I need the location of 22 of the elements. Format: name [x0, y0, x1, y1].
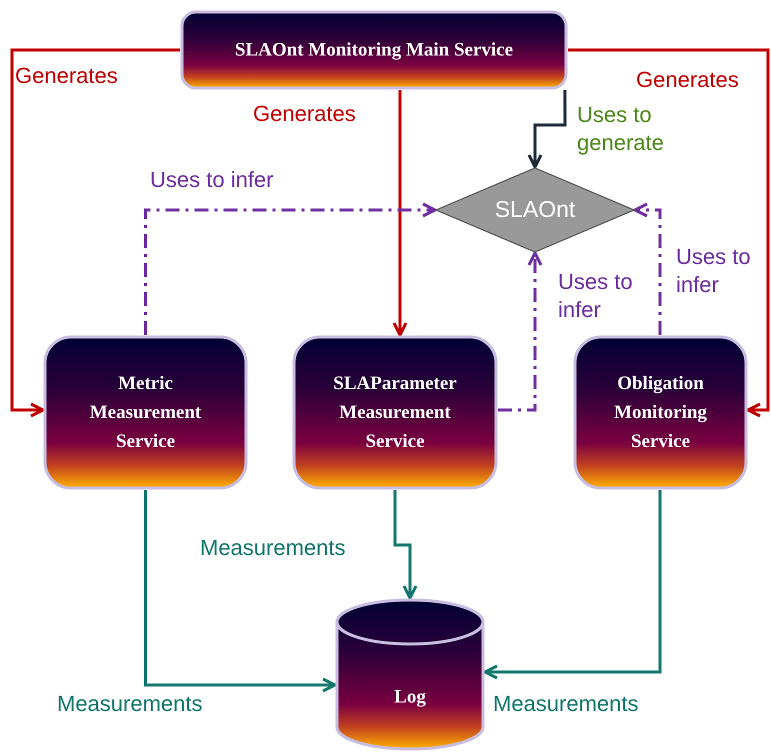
arrow — [394, 490, 418, 600]
arrow — [10, 48, 180, 418]
node-label: Log — [393, 686, 427, 710]
arrow — [392, 90, 408, 336]
arrow — [634, 202, 662, 335]
service-box — [43, 335, 248, 490]
node-label: Obligation Monitoring Service — [613, 371, 708, 454]
node-label: SLAOnt Monitoring Main Service — [234, 38, 514, 62]
arrow — [528, 90, 566, 168]
node-label: SLAParameter Measurement Service — [332, 371, 458, 454]
service-box — [573, 335, 748, 490]
arrow — [144, 202, 436, 335]
ontology-diamond — [435, 167, 635, 253]
node-label: SLAOnt — [494, 195, 576, 224]
arrow — [498, 252, 542, 412]
arrow — [144, 490, 336, 692]
service-box — [292, 335, 498, 490]
service-box — [180, 10, 568, 90]
database-cylinder — [335, 598, 485, 751]
node-label: Metric Measurement Service — [88, 371, 202, 454]
arrow — [484, 490, 662, 680]
arrow — [568, 48, 770, 418]
